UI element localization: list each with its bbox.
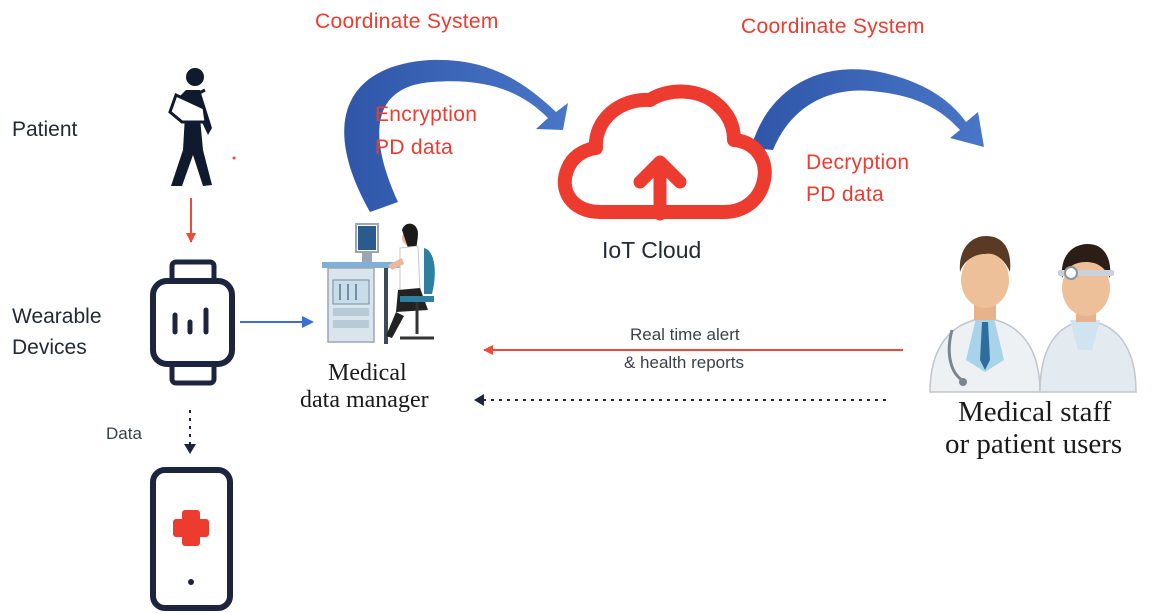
data-manager-desk-icon (322, 223, 435, 344)
right-coordinate-arc-arrow (751, 69, 984, 150)
data-manager-label-line2: data manager (300, 387, 429, 413)
coordinate-system-left-label: Coordinate System (315, 10, 499, 33)
encryption-label-line1: Encryption (375, 103, 478, 126)
patient-label: Patient (12, 118, 78, 141)
realtime-alert-label-line2: & health reports (624, 353, 745, 372)
data-label: Data (106, 424, 142, 443)
iot-cloud-label: IoT Cloud (602, 237, 702, 263)
medical-staff-label-line2: or patient users (945, 428, 1123, 460)
decryption-label-line1: Decryption (806, 151, 910, 174)
decryption-label-line2: PD data (806, 183, 884, 206)
encryption-label-line2: PD data (375, 136, 453, 159)
coordinate-system-right-label: Coordinate System (741, 15, 925, 38)
wearable-watch-icon (150, 259, 235, 386)
iot-cloud-upload-icon (557, 84, 772, 221)
wearable-label-line1: Wearable (12, 305, 102, 328)
smartphone-medical-icon (150, 467, 233, 611)
medical-staff-label-line1: Medical staff (958, 396, 1112, 428)
data-manager-label-line1: Medical (328, 360, 407, 386)
wearable-label-line2: Devices (12, 336, 87, 359)
left-coordinate-arc-arrow (344, 59, 568, 212)
patient-walking-icon (168, 68, 236, 186)
realtime-alert-label-line1: Real time alert (630, 325, 740, 344)
return-dotted-arrowhead (474, 394, 484, 406)
data-flow-arrowhead (184, 444, 196, 454)
medical-staff-doctors-icon (929, 236, 1137, 393)
